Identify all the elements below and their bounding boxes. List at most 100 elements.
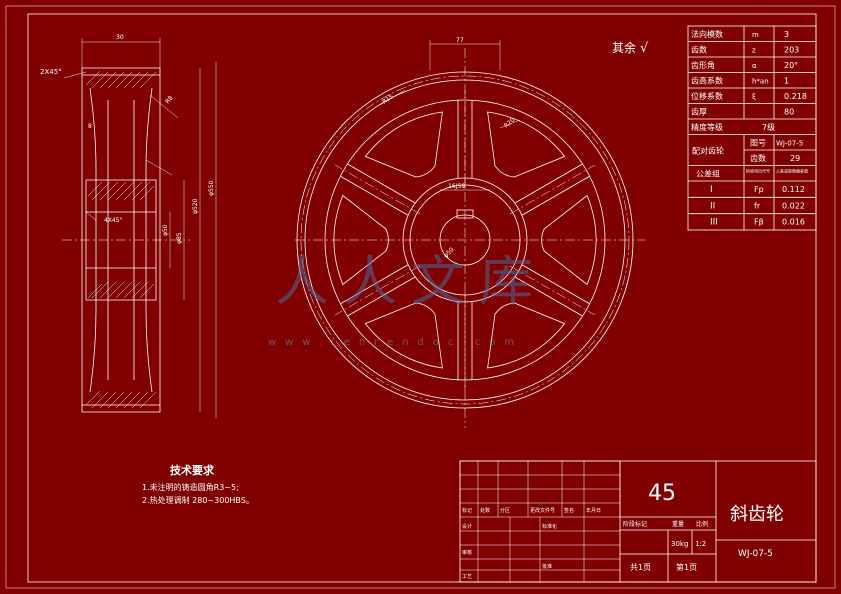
- tol-header-3: 公差或极限偏差值: [776, 168, 808, 174]
- spoke-centerline: [334, 164, 421, 215]
- param-name: 齿数: [691, 45, 707, 55]
- tb-stage-1: 阶段标记: [623, 520, 647, 528]
- tech-item-1: 1.未注明的铸造圆角R3~5;: [142, 482, 239, 492]
- param-name: 齿厚: [691, 108, 707, 117]
- role-design: 设计: [462, 523, 472, 530]
- lightening-hole: [333, 194, 389, 286]
- param-value: 80: [784, 108, 794, 117]
- spoke-edge: [347, 163, 416, 204]
- spoke-edge: [514, 276, 583, 317]
- tol-symbol: Fp: [754, 185, 764, 194]
- tb-material: 45: [648, 481, 676, 506]
- param-symbol: ξ: [752, 93, 756, 101]
- role-process: 工艺: [462, 574, 472, 580]
- rev-header: 处数: [480, 507, 490, 514]
- param-symbol: h*an: [752, 78, 769, 86]
- tb-stage-3: 比例: [696, 520, 708, 528]
- watermark-cn: 人人文库: [275, 250, 547, 313]
- spoke-edge: [514, 163, 583, 204]
- dim-dia-2: φ85: [176, 232, 183, 244]
- lightening-hole: [487, 111, 566, 178]
- tech-item-2: 2.热处理调制 280~300HBS。: [142, 495, 254, 505]
- dim-front-top: 77: [456, 37, 464, 44]
- param-value: 203: [784, 46, 799, 55]
- tol-symbol: fr: [754, 201, 761, 210]
- dim-front-r1: R15: [381, 93, 395, 106]
- spoke-centerline: [509, 164, 596, 215]
- tb-sheets-total: 共1页: [630, 563, 651, 572]
- mate-teeth: 29: [790, 154, 800, 163]
- lightening-hole: [364, 111, 443, 178]
- spoke-edge: [347, 276, 416, 317]
- tb-part-name: 斜齿轮: [730, 504, 784, 525]
- dim-dia-1: φ50: [162, 224, 169, 236]
- tol-group: III: [710, 218, 718, 228]
- tol-group: II: [710, 201, 715, 211]
- tol-header-2: 检验项目代号: [746, 168, 770, 174]
- dim-chamfer-outer: 2X45°: [40, 68, 62, 76]
- param-symbol: z: [752, 47, 756, 55]
- param-value: 1: [784, 77, 789, 86]
- inner-border: [27, 13, 817, 583]
- dim-front-key: 16JS9: [448, 183, 465, 190]
- dim-hub: 8: [88, 123, 92, 130]
- tol-symbol: Fβ: [754, 218, 764, 227]
- dim-dia-3: φ520: [192, 198, 199, 214]
- rev-header: 签名: [564, 507, 574, 514]
- param-name: 法向模数: [691, 29, 723, 39]
- param-value: 20°: [784, 61, 798, 70]
- spoke-centerline: [334, 265, 421, 316]
- rev-header: 标记: [462, 507, 472, 514]
- param-name: 精度等级: [691, 122, 723, 132]
- lightening-hole: [487, 302, 566, 369]
- outer-border: [5, 5, 836, 589]
- tb-stage-2: 重量: [672, 520, 684, 528]
- side-section-view: [62, 38, 217, 418]
- rev-header: 年月日: [586, 507, 601, 514]
- tb-sheet-no: 第1页: [676, 562, 697, 572]
- mate-label: 配对齿轮: [692, 146, 724, 156]
- spoke-edge: [521, 175, 590, 216]
- spoke-edge: [340, 175, 409, 216]
- surface-symbol: √: [640, 41, 649, 56]
- spoke-centerline: [509, 265, 596, 316]
- lightening-hole: [364, 302, 443, 369]
- dim-r1: R8: [164, 95, 175, 106]
- tol-value: 0.016: [782, 218, 805, 227]
- param-value: 7级: [762, 122, 775, 132]
- title-block: [459, 460, 817, 583]
- tol-value: 0.022: [782, 201, 805, 210]
- tb-drawing-no: WJ-07-5: [738, 549, 773, 559]
- spokes: [334, 90, 596, 390]
- tech-title: 技术要求: [170, 463, 215, 477]
- spoke-edge: [340, 264, 409, 305]
- rev-header: 分区: [500, 507, 510, 514]
- role-standard: 标准化: [542, 523, 557, 530]
- spoke-edge: [521, 264, 590, 305]
- tb-weight: 30kg: [671, 540, 688, 548]
- rev-header: 更改文件号: [530, 507, 555, 514]
- surface-mark: 其余: [612, 40, 636, 55]
- mate-drawing-label: 图号: [750, 139, 766, 148]
- dim-width: 30: [116, 34, 124, 41]
- lightening-holes: [333, 111, 597, 369]
- dim-dia-4: φ550: [208, 180, 215, 196]
- tol-label: 公差组: [696, 169, 720, 179]
- param-name: 齿形角: [691, 60, 715, 70]
- tol-group: I: [710, 185, 713, 195]
- param-name: 齿高系数: [691, 76, 723, 86]
- dim-chamfer-inner: 4X45°: [104, 217, 123, 224]
- front-view: [295, 40, 645, 428]
- mate-drawing-no: WJ-07-5: [776, 140, 803, 148]
- param-value: 0.218: [784, 92, 807, 101]
- tb-scale: 1:2: [695, 540, 706, 548]
- role-review: 审核: [462, 549, 472, 556]
- param-symbol: m: [752, 31, 759, 39]
- role-approve: 批准: [542, 563, 552, 570]
- mate-teeth-label: 齿数: [750, 153, 766, 163]
- param-value: 3: [784, 30, 789, 39]
- watermark-url: www.renrendoc.com: [268, 337, 523, 348]
- parameter-table: [687, 25, 817, 231]
- param-symbol: α: [752, 62, 757, 70]
